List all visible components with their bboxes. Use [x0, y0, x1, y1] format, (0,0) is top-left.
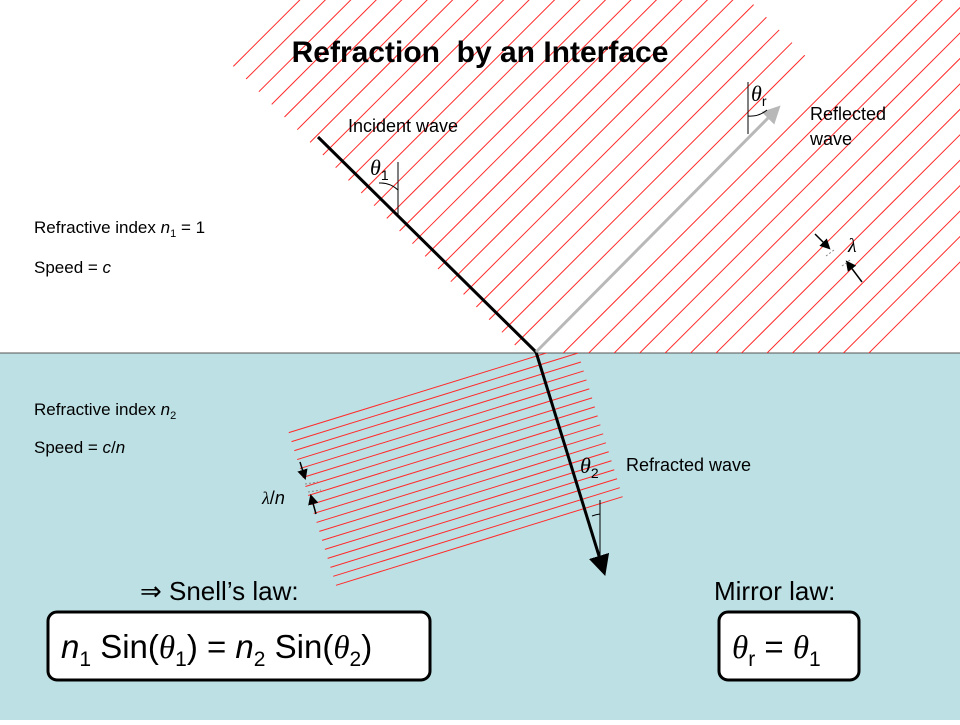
refracted-wavefront [288, 353, 549, 434]
incident-wavefront [373, 0, 581, 207]
refracted-ray [534, 351, 610, 577]
incident-wavefront [348, 0, 530, 181]
incident-wavefront [258, 0, 352, 93]
page-title: Refraction by an Interface [292, 36, 669, 69]
incident-wavefront [740, 134, 960, 353]
mirror-law-equation: θr = θ1 [732, 628, 821, 671]
refracted-wavefront [310, 415, 598, 505]
refracted-wavefront [324, 460, 612, 550]
wavelength-indicator-medium2 [297, 461, 322, 515]
incident-wavefront [335, 0, 505, 169]
theta2-label: θ2 [580, 453, 599, 481]
refracted-wavefront [313, 424, 601, 514]
theta1-label: θ1 [370, 155, 389, 183]
incident-wavefront [514, 54, 806, 346]
incident-wavefront [715, 108, 960, 353]
lambda-label: λ [847, 235, 857, 257]
theta2-angle-marker [591, 500, 601, 560]
incident-wavefront [360, 0, 556, 194]
incident-wavefront [791, 185, 960, 353]
medium2-speed-label: Speed = c/n [34, 438, 125, 457]
incident-wavefront [463, 4, 754, 295]
incident-wavefront [488, 29, 780, 321]
incident-wavefront [613, 6, 960, 353]
refracted-wavefront [308, 406, 595, 496]
incident-ray [316, 135, 538, 354]
mirror-law-heading: Mirror law: [714, 576, 835, 606]
refracted-wavefront [299, 379, 587, 470]
reflected-wave-label-line2: wave [809, 129, 852, 149]
incident-wavefront [501, 42, 793, 333]
incident-wavefront [817, 210, 960, 353]
incident-wave-label: Incident wave [348, 116, 458, 136]
thetar-angle-marker [747, 82, 768, 134]
incident-wavefront [842, 235, 960, 353]
snells-law-box [46, 610, 432, 682]
refracted-wavefront [335, 496, 623, 586]
incident-wavefront [245, 0, 326, 80]
theta1-angle-marker [378, 162, 399, 216]
incident-wavefront [322, 0, 479, 156]
incident-wavefront [766, 159, 960, 353]
refracted-wave-label: Refracted wave [626, 455, 751, 475]
incident-wavefront [664, 57, 960, 353]
refracted-wavefront [291, 353, 579, 443]
incident-wavefront [424, 0, 683, 257]
refracted-wavefronts [288, 353, 623, 586]
refracted-wavefront [321, 451, 609, 541]
medium1-speed-label: Speed = c [34, 258, 112, 277]
refracted-wavefront [294, 361, 582, 452]
incident-wavefront [232, 0, 301, 67]
refracted-wavefront [305, 397, 593, 487]
refracted-wavefront [330, 478, 618, 568]
thetar-label: θr [751, 81, 767, 109]
incident-wavefront [309, 0, 454, 143]
medium1-index-label: Refractive index n1 = 1 [34, 218, 205, 240]
reflected-wave-label-line1: Reflected [810, 104, 886, 124]
incident-wavefront [399, 0, 632, 232]
incident-wavefront [412, 0, 658, 245]
incident-wavefront [271, 0, 377, 105]
incident-wavefront [868, 261, 960, 353]
incident-wavefront [639, 32, 960, 353]
refracted-wavefront [333, 487, 620, 577]
refracted-wavefront [316, 433, 604, 523]
incident-wavefront [450, 0, 734, 283]
refracted-wavefront [327, 469, 615, 559]
reflected-ray [534, 105, 781, 354]
incident-wavefront [284, 0, 403, 118]
incident-wavefront [588, 0, 943, 353]
lambda-over-n-label: λ/n [261, 488, 285, 508]
refracted-wavefront [319, 442, 607, 532]
incident-wavefront [296, 0, 428, 131]
wavelength-indicator-medium1 [814, 233, 863, 283]
incident-wavefront [689, 83, 960, 353]
mirror-law-box [717, 610, 861, 682]
snells-law-equation: n1 Sin(θ1) = n2 Sin(θ2) [61, 628, 372, 671]
incident-wavefront [386, 0, 607, 219]
refracted-wavefront [296, 370, 584, 461]
snells-law-heading: ⇒ Snell’s law: [140, 576, 299, 606]
incident-wavefront [562, 0, 918, 353]
medium2-index-label: Refractive index n2 [34, 400, 176, 422]
refracted-wavefront [302, 388, 590, 479]
incident-wavefront [437, 0, 708, 270]
incident-wavefronts [232, 0, 960, 353]
incident-wavefront [475, 16, 767, 308]
